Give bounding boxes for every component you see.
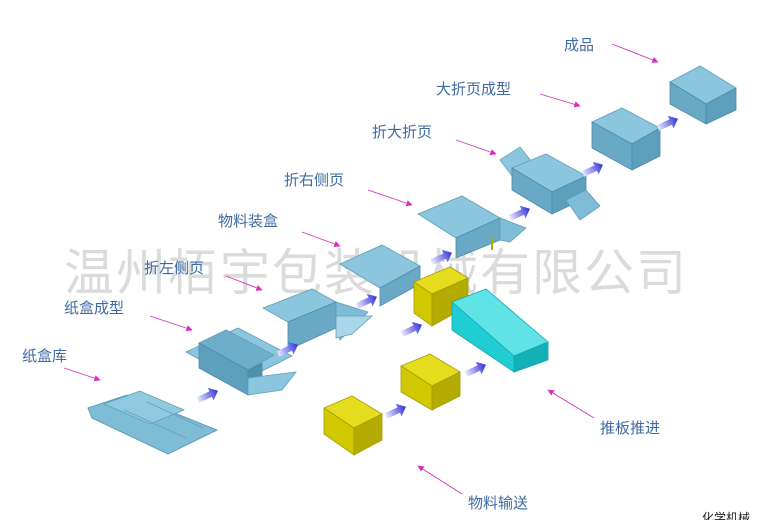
- corner-text: …化学机械: [690, 510, 750, 520]
- flow-arrow-8: [384, 403, 406, 419]
- finished-product-shape: [669, 65, 737, 125]
- pointer-product-loading: [301, 231, 341, 247]
- pointer-fold-left-flap: [225, 275, 263, 291]
- label-big-flap-forming: 大折页成型: [436, 80, 511, 98]
- fold-left-flap-shape: [262, 288, 374, 351]
- product-loading-shape: [339, 244, 469, 327]
- flow-arrow-10: [400, 321, 422, 337]
- flow-arrow-9: [464, 361, 486, 377]
- pointer-fold-right-flap: [367, 189, 413, 207]
- label-pusher-feed: 推板推进: [600, 419, 660, 437]
- label-finished-product: 成品: [564, 36, 594, 54]
- label-carton-forming: 纸盒成型: [64, 299, 124, 317]
- flat-carton-blank: [87, 390, 219, 455]
- pointer-pusher-feed: [547, 389, 595, 419]
- flow-arrow-1: [196, 387, 218, 403]
- product-block-2: [400, 353, 461, 411]
- carton-forming-shape: [185, 327, 297, 396]
- flow-arrow-6: [581, 161, 603, 177]
- label-product-loading: 物料装盒: [218, 212, 278, 230]
- pointer-fold-big-flap: [455, 139, 497, 156]
- flow-arrow-3: [355, 293, 377, 309]
- label-fold-big-flap: 折大折页: [372, 123, 432, 141]
- pointer-big-flap-forming: [539, 93, 581, 108]
- flow-arrow-5: [508, 205, 530, 221]
- label-material-conveying: 物料输送: [468, 494, 528, 512]
- pointer-arrows: [63, 43, 659, 495]
- flow-arrows: [196, 115, 678, 419]
- flow-arrow-2: [276, 341, 298, 357]
- big-flap-forming-shape: [591, 107, 661, 171]
- flow-arrow-7: [656, 115, 678, 131]
- label-carton-magazine: 纸盒库: [22, 347, 67, 365]
- product-block-1: [323, 395, 383, 456]
- pointer-finished-product: [611, 43, 659, 63]
- label-fold-right-flap: 折右侧页: [284, 171, 344, 189]
- pointer-carton-forming: [149, 315, 193, 332]
- pointer-carton-magazine: [63, 367, 101, 382]
- label-fold-left-flap: 折左侧页: [144, 259, 204, 277]
- fold-big-flap-shape: [499, 146, 601, 221]
- flow-arrow-4: [430, 249, 452, 265]
- pointer-material-conveying: [417, 465, 463, 495]
- pusher-bar: [451, 288, 549, 373]
- fold-right-flap-shape: [417, 195, 527, 259]
